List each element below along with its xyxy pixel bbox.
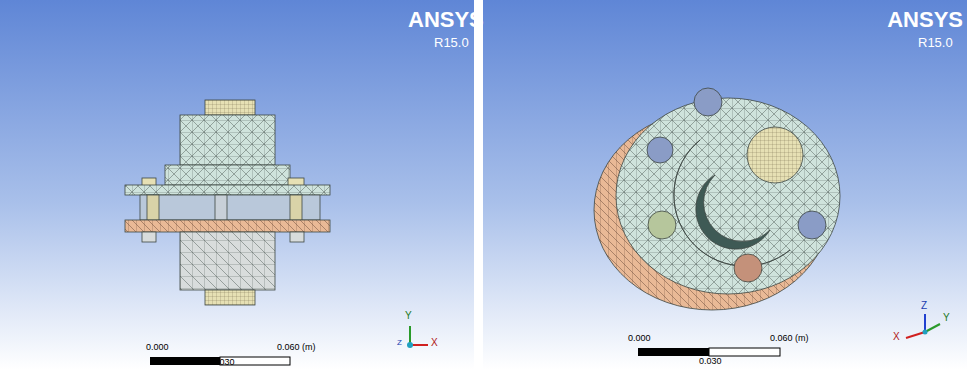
scale-value: 0.000: [146, 343, 169, 353]
brand-logo: ANSYS: [408, 8, 484, 32]
axis-label: X: [431, 337, 438, 348]
version-label: R15.0: [918, 36, 953, 50]
scale-value: 0.060 (m): [277, 343, 316, 353]
scale-value: 0.030: [212, 358, 235, 368]
axis-label: Z: [921, 300, 927, 311]
scale-value: 0.030: [699, 357, 722, 367]
scale-value: 0.060 (m): [770, 334, 809, 344]
axis-label: Y: [405, 310, 412, 321]
version-label: R15.0: [434, 36, 469, 50]
brand-logo: ANSYS: [887, 8, 963, 32]
scale-value: 0.000: [628, 334, 651, 344]
axis-label: Z: [397, 339, 402, 348]
axis-label: X: [893, 331, 900, 342]
axis-label: Y: [943, 312, 950, 323]
